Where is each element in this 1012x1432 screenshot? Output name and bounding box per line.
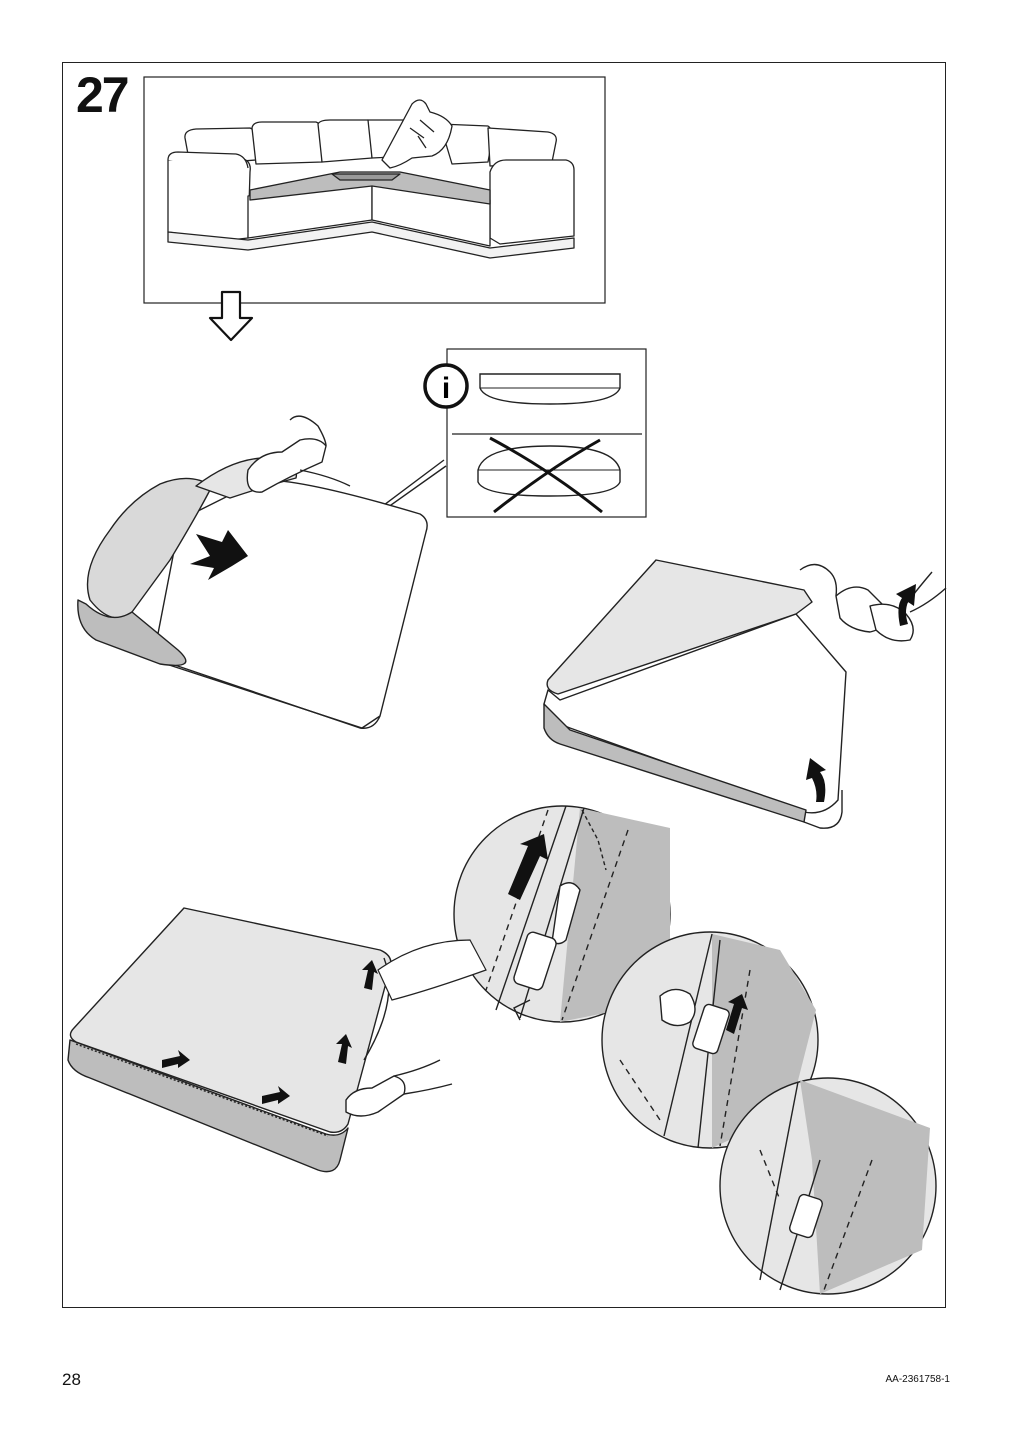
- info-circle-icon: [423, 363, 469, 409]
- down-arrow-icon: [208, 290, 254, 342]
- right-arrow-icon: [162, 1050, 190, 1068]
- rotate-arrow-icon: [806, 584, 916, 802]
- up-arrow-icon: [726, 994, 748, 1034]
- zip-direction-arrows: [162, 960, 378, 1104]
- info-symbol: i: [442, 372, 450, 405]
- right-arrow-icon: [262, 1086, 290, 1104]
- zipper-detail-3: [719, 1077, 937, 1295]
- cushion-cover-pulling-illustration: [543, 559, 947, 829]
- up-arrow-icon: [362, 960, 378, 990]
- zoom-connector: [377, 939, 487, 1001]
- cushion-zipping-illustration: [67, 907, 453, 1173]
- zipper-pull-icon: [513, 882, 581, 991]
- document-code: AA-2361758-1: [885, 1374, 951, 1385]
- correct-cushion-icon: [479, 373, 621, 405]
- corner-sofa-panel: [143, 76, 606, 304]
- up-arrow-icon: [508, 834, 548, 900]
- cross-icon: [489, 436, 603, 514]
- push-arrow-icon: [190, 530, 248, 580]
- zipper-detail-2: [601, 931, 819, 1149]
- cushion-cover-fitting-illustration: [77, 415, 428, 729]
- corner-sofa-illustration: [167, 99, 575, 259]
- instruction-frame: [62, 62, 946, 1308]
- up-arrow-icon: [336, 1034, 352, 1064]
- page-number: 28: [62, 1370, 81, 1389]
- info-panel: i: [317, 348, 647, 557]
- step-number: 27: [76, 67, 130, 123]
